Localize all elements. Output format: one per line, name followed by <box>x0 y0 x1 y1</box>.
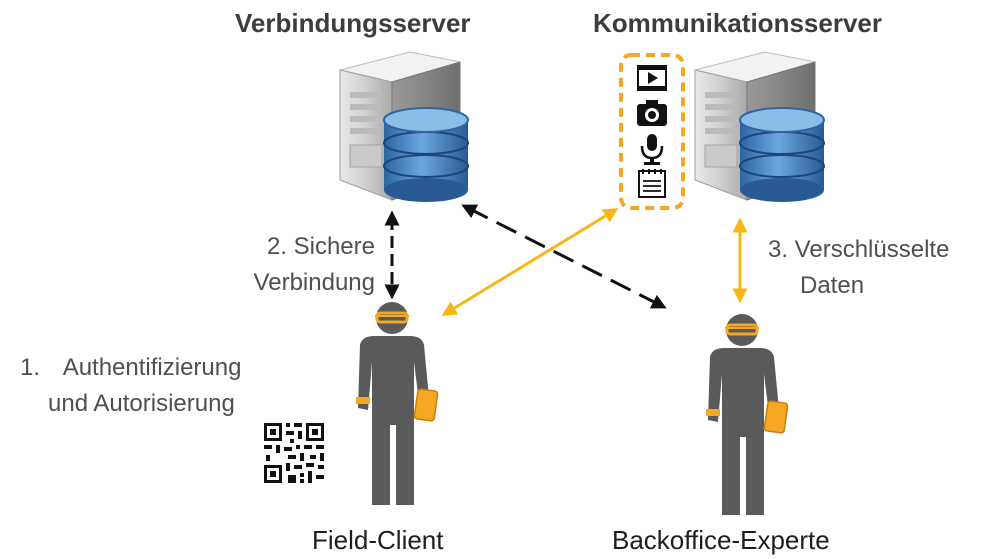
connection-database-icon <box>383 107 469 202</box>
camera-icon <box>637 100 667 126</box>
step1-line1: 1. Authentifizierung <box>20 350 241 386</box>
video-icon <box>637 65 667 91</box>
step1-text: Authentifizierung <box>62 354 242 381</box>
backoffice-caption: Backoffice-Experte <box>612 525 830 555</box>
step1-number: 1. <box>20 354 41 381</box>
field-client-person-icon <box>356 302 439 505</box>
step1-line2: und Autorisierung <box>48 390 235 417</box>
connection-server-title: Verbindungsserver <box>235 8 471 38</box>
qr-code-icon <box>263 422 325 484</box>
step3-line2: Daten <box>800 272 865 299</box>
step1-label: 1. Authentifizierung und Autorisierung <box>20 350 241 422</box>
field-client-tablet-icon <box>413 388 439 422</box>
notepad-icon <box>638 169 666 198</box>
step2-label: 2. Sichere Verbindung <box>190 229 375 301</box>
field-client-caption: Field-Client <box>312 525 444 555</box>
backoffice-tablet-icon <box>763 400 789 434</box>
backoffice-person-icon <box>706 314 789 515</box>
step2-line1: 2. Sichere <box>266 233 375 260</box>
microphone-icon <box>640 134 664 165</box>
step2-line2: Verbindung <box>253 269 375 296</box>
step3-line1: 3. Verschlüsselte <box>768 236 950 263</box>
server-to-backoffice-arrow <box>461 204 667 309</box>
communication-database-icon <box>739 107 825 202</box>
media-to-field-client-arrow <box>441 208 619 316</box>
step3-label: 3. Verschlüsselte Daten <box>768 232 949 304</box>
media-box <box>619 53 685 210</box>
communication-server-title: Kommunikationsserver <box>593 8 882 38</box>
